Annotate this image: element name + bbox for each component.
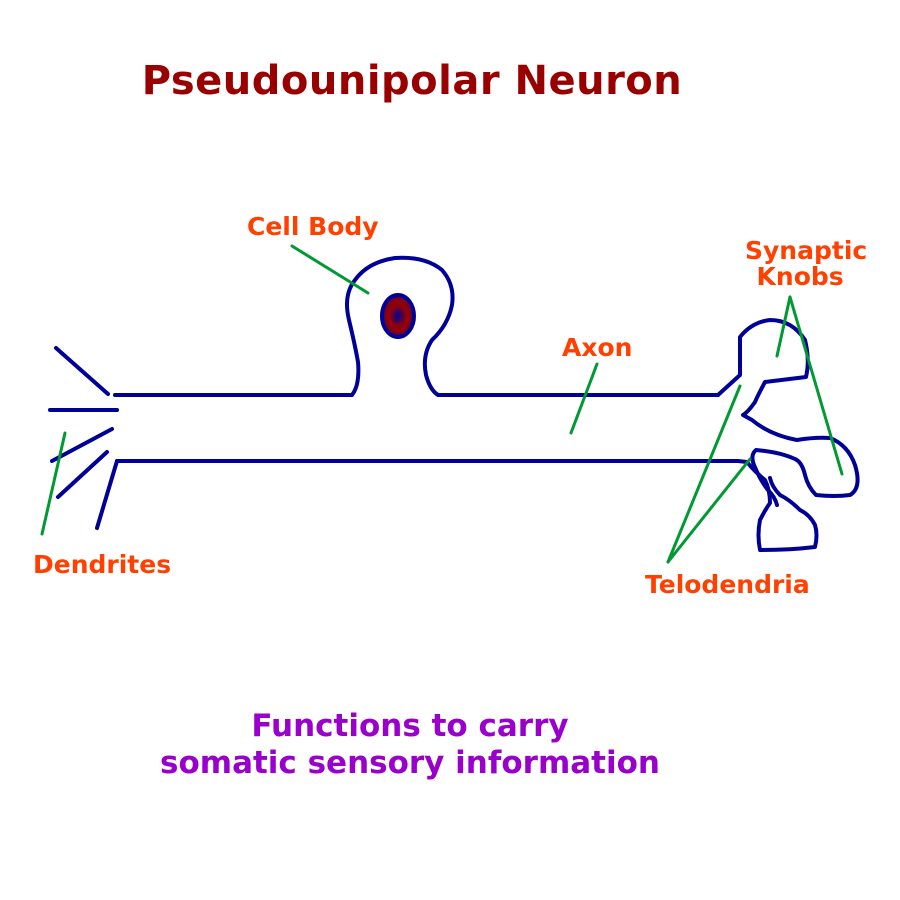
telodendria-pointer xyxy=(666,457,752,564)
synaptic-knob-upper xyxy=(716,318,860,507)
function-caption: Functions to carry somatic sensory infor… xyxy=(0,708,820,782)
synaptic-knobs-pointer xyxy=(775,295,792,358)
label-synaptic-knobs-line1: Synaptic xyxy=(745,236,868,265)
caption-line1: Functions to carry xyxy=(251,708,569,744)
label-cell-body: Cell Body xyxy=(247,212,379,241)
dendrites-pointer xyxy=(40,431,67,536)
label-dendrites: Dendrites xyxy=(33,550,172,579)
axon-pointer xyxy=(569,362,599,435)
nucleus xyxy=(380,293,416,339)
label-axon: Axon xyxy=(562,333,633,362)
synaptic-knob-lower xyxy=(736,459,819,552)
cell-body-pointer xyxy=(290,244,370,295)
axon-upper-membrane xyxy=(113,255,720,397)
synaptic-knobs-pointer xyxy=(788,295,844,476)
label-telodendria: Telodendria xyxy=(645,570,810,599)
caption-line2: somatic sensory information xyxy=(160,745,660,781)
dendrite-branch xyxy=(95,459,119,530)
dendrite-branch xyxy=(54,346,110,396)
telodendria-pointer xyxy=(666,384,742,564)
label-synaptic-knobs: Synaptic Knobs xyxy=(745,236,867,291)
diagram-title: Pseudounipolar Neuron xyxy=(141,58,683,104)
dendrite-branch xyxy=(56,450,109,499)
label-synaptic-knobs-line2: Knobs xyxy=(756,262,844,291)
dendrite-branch xyxy=(50,427,114,463)
